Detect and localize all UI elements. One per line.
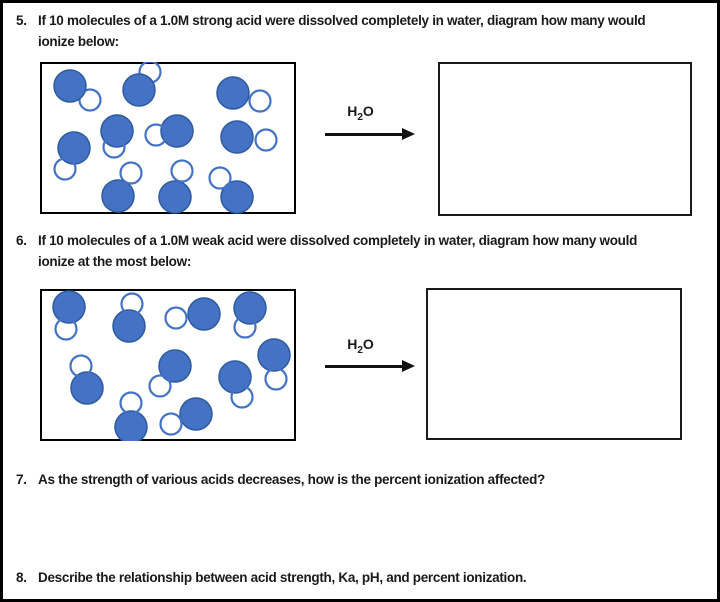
question-6-text-line1: If 10 molecules of a 1.0M weak acid were… — [38, 233, 638, 248]
ion-filled-circle — [114, 410, 148, 441]
ion-filled-circle — [220, 180, 254, 214]
ion-filled-circle — [218, 360, 252, 394]
question-5-number: 5. — [16, 13, 27, 28]
reaction-arrow-strong — [325, 128, 415, 141]
arrow-shaft — [325, 365, 404, 368]
ion-open-circle — [144, 123, 168, 147]
strong-acid-molecules-box — [40, 62, 296, 214]
ion-filled-circle — [70, 371, 104, 405]
ion-filled-circle — [158, 180, 192, 214]
h2o-o: O — [362, 336, 374, 352]
arrow-head-icon — [402, 360, 415, 372]
question-5-text: If 10 molecules of a 1.0M strong acid we… — [38, 10, 646, 52]
ion-filled-circle — [257, 338, 291, 372]
ion-open-circle — [170, 159, 194, 183]
ion-open-circle — [102, 135, 126, 159]
ion-open-circle — [148, 374, 172, 398]
arrow-head-icon — [402, 128, 415, 140]
question-6-text: If 10 molecules of a 1.0M weak acid were… — [38, 230, 637, 272]
ion-open-circle — [159, 412, 183, 436]
reaction-arrow-weak — [325, 360, 415, 373]
ion-open-circle — [78, 88, 102, 112]
ion-filled-circle — [216, 76, 250, 110]
ion-open-circle — [119, 391, 143, 415]
h2o-o: O — [362, 103, 374, 119]
weak-acid-answer-box — [426, 288, 682, 440]
ion-open-circle — [248, 89, 272, 113]
question-5-text-line2: ionize below: — [38, 34, 119, 49]
ion-filled-circle — [122, 73, 156, 107]
ion-open-circle — [119, 161, 143, 185]
question-5-text-line1: If 10 molecules of a 1.0M strong acid we… — [38, 13, 646, 28]
ion-open-circle — [208, 166, 232, 190]
question-8-text: Describe the relationship between acid s… — [38, 570, 527, 585]
question-6-number: 6. — [16, 233, 27, 248]
ion-open-circle — [164, 306, 188, 330]
ion-open-circle — [230, 385, 254, 409]
h2o-h: H — [347, 336, 358, 352]
ion-open-circle — [120, 292, 144, 316]
ion-open-circle — [53, 157, 77, 181]
h2o-label-strong: H2O — [333, 103, 388, 126]
weak-acid-molecules-box — [40, 289, 296, 441]
h2o-label-weak: H2O — [333, 336, 388, 359]
ion-filled-circle — [112, 309, 146, 343]
weak-acid-molecules-diagram — [52, 290, 291, 441]
ion-filled-circle — [179, 397, 213, 431]
strong-acid-molecules-diagram — [53, 62, 278, 214]
question-7-text: As the strength of various acids decreas… — [38, 472, 545, 487]
ion-open-circle — [54, 317, 78, 341]
ion-open-circle — [233, 315, 257, 339]
question-7-number: 7. — [16, 472, 27, 487]
ion-filled-circle — [160, 114, 194, 148]
ion-open-circle — [254, 128, 278, 152]
arrow-shaft — [325, 133, 404, 136]
ion-filled-circle — [220, 120, 254, 154]
ion-filled-circle — [187, 297, 221, 331]
ion-open-circle — [69, 354, 93, 378]
h2o-subscript: 2 — [357, 111, 363, 123]
question-8-number: 8. — [16, 570, 27, 585]
strong-acid-answer-box — [438, 62, 692, 216]
ion-filled-circle — [53, 69, 87, 103]
ion-filled-circle — [101, 179, 135, 213]
ion-open-circle — [264, 367, 288, 391]
ion-filled-circle — [158, 349, 192, 383]
h2o-h: H — [347, 103, 358, 119]
h2o-subscript: 2 — [357, 344, 363, 356]
ion-filled-circle — [52, 290, 86, 324]
question-6-text-line2: ionize at the most below: — [38, 254, 192, 269]
